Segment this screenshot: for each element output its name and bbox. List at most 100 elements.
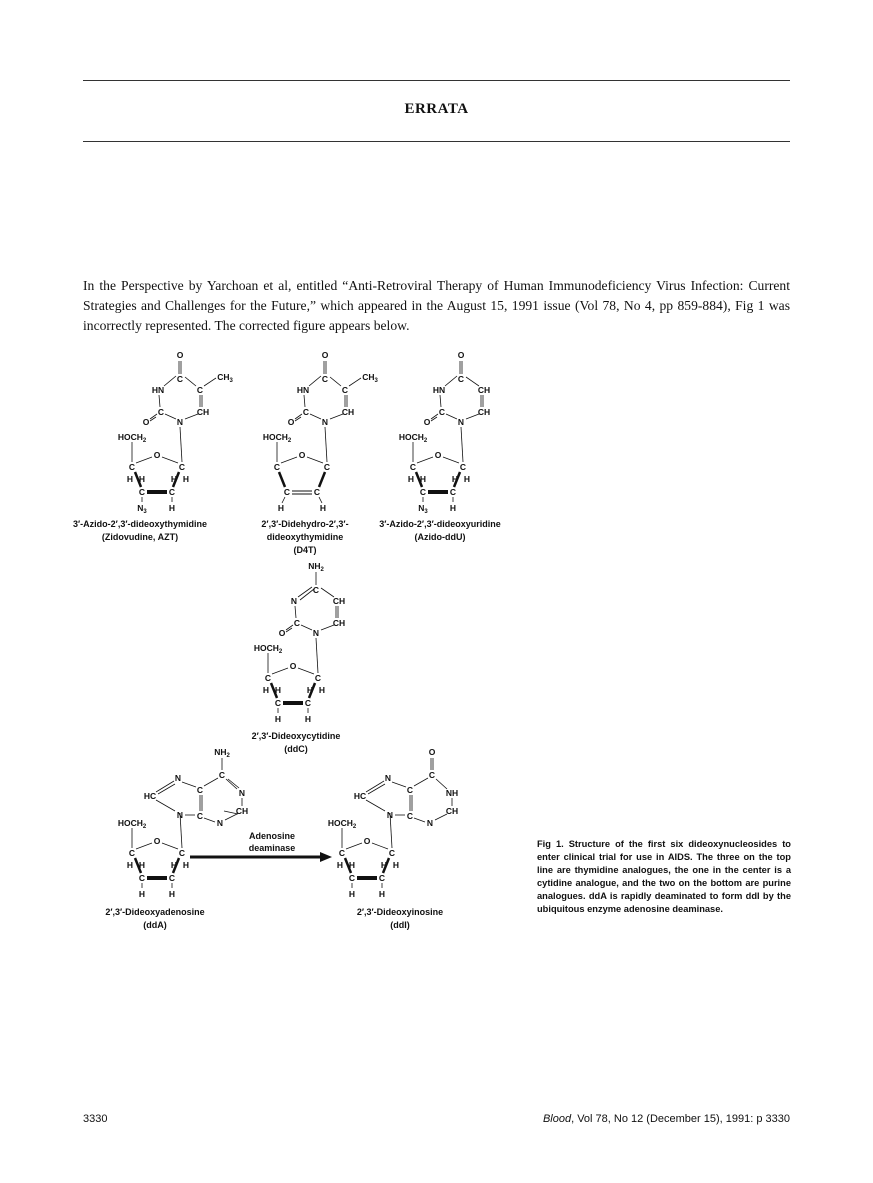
bond	[324, 426, 328, 463]
bond	[309, 413, 322, 420]
atom-label: H	[139, 474, 145, 484]
atom-label: N	[385, 773, 391, 783]
atom-label: CH	[333, 618, 345, 628]
bond	[434, 813, 448, 821]
page-title: ERRATA	[404, 101, 469, 117]
atom-label: H	[127, 474, 133, 484]
bond	[184, 376, 197, 387]
bond	[285, 624, 294, 631]
atom-label: O	[299, 450, 306, 460]
bond	[445, 413, 458, 420]
atom-label: N3	[137, 503, 147, 515]
bond	[452, 471, 462, 488]
atom-label: H	[275, 685, 281, 695]
bond	[416, 456, 434, 464]
bond	[413, 777, 429, 787]
bond	[281, 496, 286, 504]
atom-label: HC	[144, 791, 156, 801]
atom-label: C	[339, 848, 345, 858]
atom-label: N	[291, 596, 297, 606]
bond	[227, 778, 240, 789]
atom-label: C	[169, 487, 175, 497]
atom-label: C	[303, 407, 309, 417]
atom-label: HOCH2	[118, 432, 147, 444]
bond	[271, 667, 289, 675]
bond	[343, 857, 353, 874]
atom-label: H	[464, 474, 470, 484]
compound-abbr-azido-ddu: (Azido-ddU)	[415, 532, 466, 542]
atom-label: C	[294, 618, 300, 628]
atom-label: C	[265, 673, 271, 683]
bond	[391, 781, 407, 788]
bond	[320, 624, 335, 631]
atom-label: NH	[446, 788, 458, 798]
bond	[381, 857, 391, 874]
bond	[320, 587, 335, 598]
bond	[155, 780, 175, 793]
atom-label: O	[458, 350, 465, 360]
bond	[297, 586, 313, 598]
atom-label: H	[139, 860, 145, 870]
atom-label: C	[313, 585, 319, 595]
compound-abbr-dda: (ddA)	[143, 920, 167, 930]
bond	[277, 471, 287, 488]
atom-label: CH3	[217, 372, 233, 384]
atom-label: H	[139, 889, 145, 899]
atom-label: C	[179, 462, 185, 472]
compound-name-ddc: 2′,3′-Dideoxycytidine	[252, 731, 341, 741]
title-rule	[83, 141, 790, 142]
atom-label: C	[197, 811, 203, 821]
atom-label: H	[349, 860, 355, 870]
bond	[225, 778, 238, 790]
atom-label: HOCH2	[263, 432, 292, 444]
bond	[307, 682, 317, 699]
atom-label: N	[458, 417, 464, 427]
atom-label: H	[320, 503, 326, 513]
atom-label: HOCH2	[399, 432, 428, 444]
compound-name-azido-ddu: 3′-Azido-2′,3′-dideoxyuridine	[379, 519, 501, 529]
bond	[203, 777, 219, 787]
compound-abbr-azt: (Zidovudine, AZT)	[102, 532, 178, 542]
bond	[149, 413, 158, 420]
bond	[280, 456, 298, 464]
atom-label: CH	[446, 806, 458, 816]
bond	[161, 456, 179, 464]
bond	[465, 413, 480, 420]
reaction-arrow-icon	[190, 852, 332, 862]
atom-label: CH	[478, 385, 490, 395]
bond	[303, 394, 306, 408]
atom-label: C	[322, 374, 328, 384]
atom-label: H	[183, 474, 189, 484]
bond	[223, 810, 239, 815]
bond	[157, 783, 176, 795]
bond	[306, 456, 324, 464]
bond	[179, 426, 183, 463]
atom-label: C	[439, 407, 445, 417]
bond	[269, 682, 279, 699]
intro-paragraph: In the Perspective by Yarchoan et al, en…	[83, 277, 790, 333]
atom-label: C	[429, 770, 435, 780]
bond	[224, 813, 238, 821]
atom-label: N	[322, 417, 328, 427]
atom-label: HOCH2	[254, 643, 283, 655]
atom-label: C	[197, 785, 203, 795]
atom-label: N	[217, 818, 223, 828]
atom-label: H	[169, 889, 175, 899]
bond	[294, 605, 297, 619]
top-rule	[83, 80, 790, 81]
atom-label: H	[450, 503, 456, 513]
bond	[297, 667, 315, 675]
bond	[414, 471, 424, 488]
atom-label: C	[324, 462, 330, 472]
atom-label: H	[305, 714, 311, 724]
atom-label: HC	[354, 791, 366, 801]
atom-label: O	[143, 417, 150, 427]
atom-label: H	[452, 474, 458, 484]
bond	[161, 842, 179, 850]
compound-abbr-ddi: (ddI)	[390, 920, 410, 930]
atom-label: C	[169, 873, 175, 883]
bond	[365, 799, 386, 812]
compound-name-ddi: 2′,3′-Dideoxyinosine	[357, 907, 443, 917]
atom-label: O	[154, 836, 161, 846]
bond	[163, 375, 177, 387]
